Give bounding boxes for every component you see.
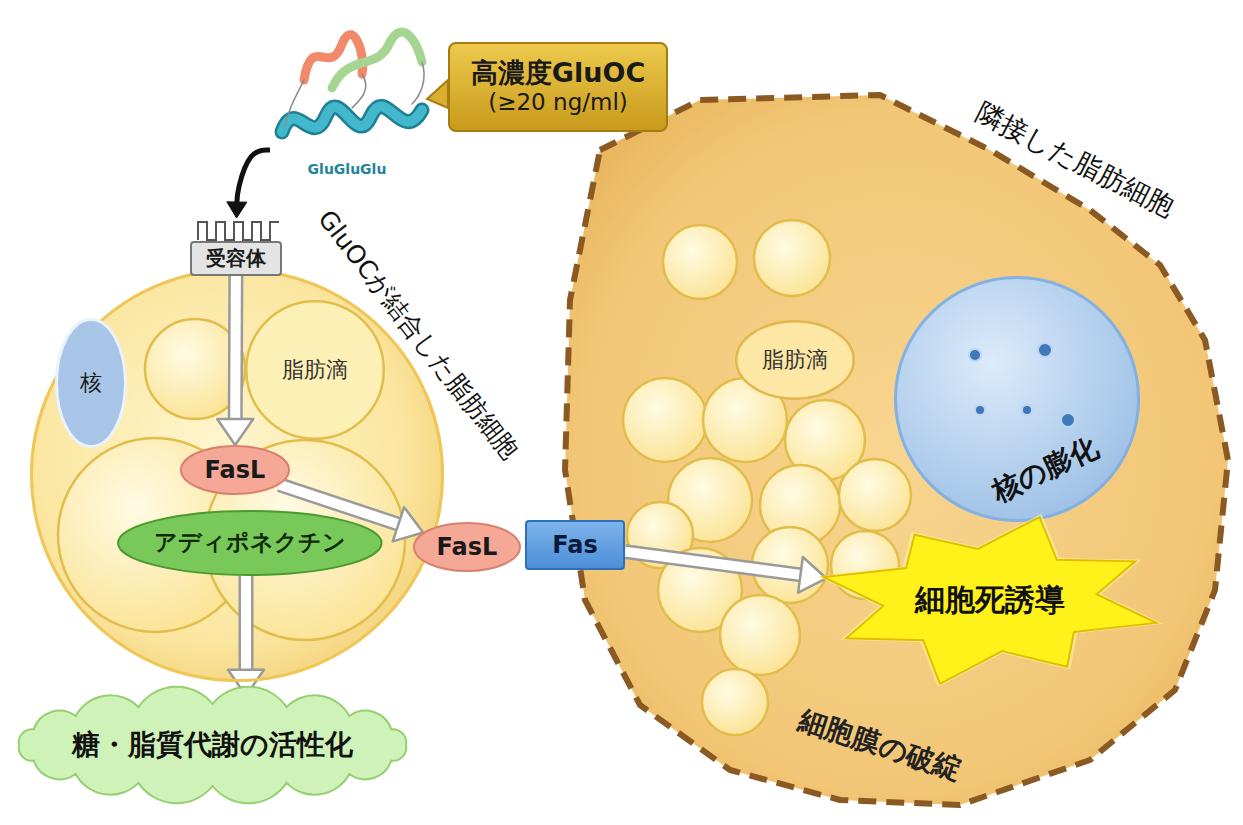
lipid-droplet	[702, 669, 768, 735]
arrow-shaft	[241, 576, 251, 674]
arrow-head	[798, 557, 826, 593]
receptor-box-shape	[191, 242, 281, 275]
effect-cloud-shape	[19, 687, 406, 803]
protein-ribbon	[282, 106, 422, 132]
arrow-shaft-outline	[625, 552, 804, 576]
adipocyte-cell-shape	[32, 270, 443, 681]
lipid-droplet-shape	[246, 301, 384, 439]
protein-ribbon	[282, 106, 422, 132]
glow	[817, 514, 1163, 687]
lipid-droplet: 脂肪滴	[245, 300, 385, 440]
callout-tail	[427, 80, 448, 108]
signal-arrow	[625, 552, 826, 593]
nucleolus-dot	[1038, 343, 1052, 357]
nucleolus-dot	[969, 349, 981, 361]
hormone-ellipse: アディポネクチン	[117, 510, 383, 576]
nucleus-fill	[894, 276, 1140, 522]
hormone-ellipse-shape	[118, 511, 382, 575]
lipid-droplet	[663, 225, 737, 299]
arrow-shaft	[230, 276, 241, 423]
lipid-droplet	[754, 220, 830, 296]
lipid-droplet	[839, 459, 911, 531]
nucleolus-dot	[1061, 413, 1075, 427]
effect-label: 糖・脂質代謝の活性化	[72, 728, 353, 762]
callout-title: 高濃度GluOC	[471, 57, 645, 89]
ligand-ellipse-shape	[414, 523, 520, 571]
lipid-droplet: 脂肪滴	[735, 320, 855, 400]
receptor-box: 受容体	[190, 218, 282, 276]
ligand-ellipse-shape	[181, 446, 289, 494]
nucleolus-dot	[1022, 405, 1032, 415]
nucleus-shape	[57, 320, 126, 447]
droplet-label: 脂肪滴	[762, 347, 828, 373]
arrow-head	[227, 202, 247, 218]
adipocyte-cell-shape	[565, 95, 1228, 805]
lipid-droplet	[623, 378, 707, 462]
arrow-shaft-outline	[239, 576, 254, 674]
lipid-droplet-shape	[736, 321, 854, 399]
nucleolus-dot	[975, 405, 985, 415]
lipid-droplet	[58, 220, 911, 735]
protein-ribbon	[282, 32, 424, 132]
receptor-box: Fas	[525, 520, 625, 570]
nucleus: 核	[55, 318, 127, 448]
protein-ribbon	[332, 32, 422, 88]
arrow-shaft-outline	[228, 276, 244, 423]
protein-ribbon	[304, 35, 363, 80]
ligand-label: FasL	[205, 456, 266, 485]
event-label: 細胞死誘導	[915, 582, 1065, 618]
callout-box: 高濃度GluOC(≥20 ng/ml)	[448, 42, 668, 132]
receptor-label: Fas	[552, 531, 597, 560]
annotation-text: 細胞膜の破綻	[794, 703, 965, 787]
receptor-label: 受容体	[206, 246, 266, 270]
residue-label: GluGluGlu	[308, 161, 387, 178]
binding-arrow	[227, 150, 270, 218]
arrow-head	[217, 419, 253, 445]
cell-fill	[30, 268, 444, 682]
protein-loop	[285, 62, 424, 126]
protein-figure: GluGluGlu	[270, 10, 430, 180]
death-starburst-shape	[824, 517, 1157, 684]
ligand-label: FasL	[437, 533, 498, 562]
adipocyte-cell: GluOCが結合した脂肪細胞受容体核脂肪滴FasLアディポネクチン	[30, 268, 444, 682]
hormone-label: アディポネクチン	[154, 529, 346, 557]
signal-arrow	[228, 576, 264, 696]
effect-cloud: 糖・脂質代謝の活性化	[10, 695, 415, 795]
arrow-shaft	[237, 150, 270, 206]
arrow-shaft	[625, 552, 804, 576]
swollen-nucleus-shape	[896, 278, 1139, 521]
droplet-label: 脂肪滴	[282, 357, 348, 383]
cell-fill	[30, 95, 1228, 805]
nucleus-label: 核	[80, 370, 102, 396]
swollen-nucleus: 核の膨化	[894, 276, 1140, 522]
cell-fill	[565, 95, 1228, 805]
ligand-ellipse: FasL	[180, 445, 290, 495]
death-starburst: 細胞死誘導	[815, 515, 1165, 685]
lipid-droplet	[720, 595, 800, 675]
callout-value: (≥20 ng/ml)	[488, 89, 628, 117]
receptor-icon	[198, 222, 279, 240]
ligand-ellipse: FasL	[413, 522, 521, 572]
swollen-nucleus-fill	[894, 276, 1140, 522]
adipocyte-cell: 隣接した脂肪細胞脂肪滴核の膨化細胞死誘導	[553, 88, 1233, 808]
